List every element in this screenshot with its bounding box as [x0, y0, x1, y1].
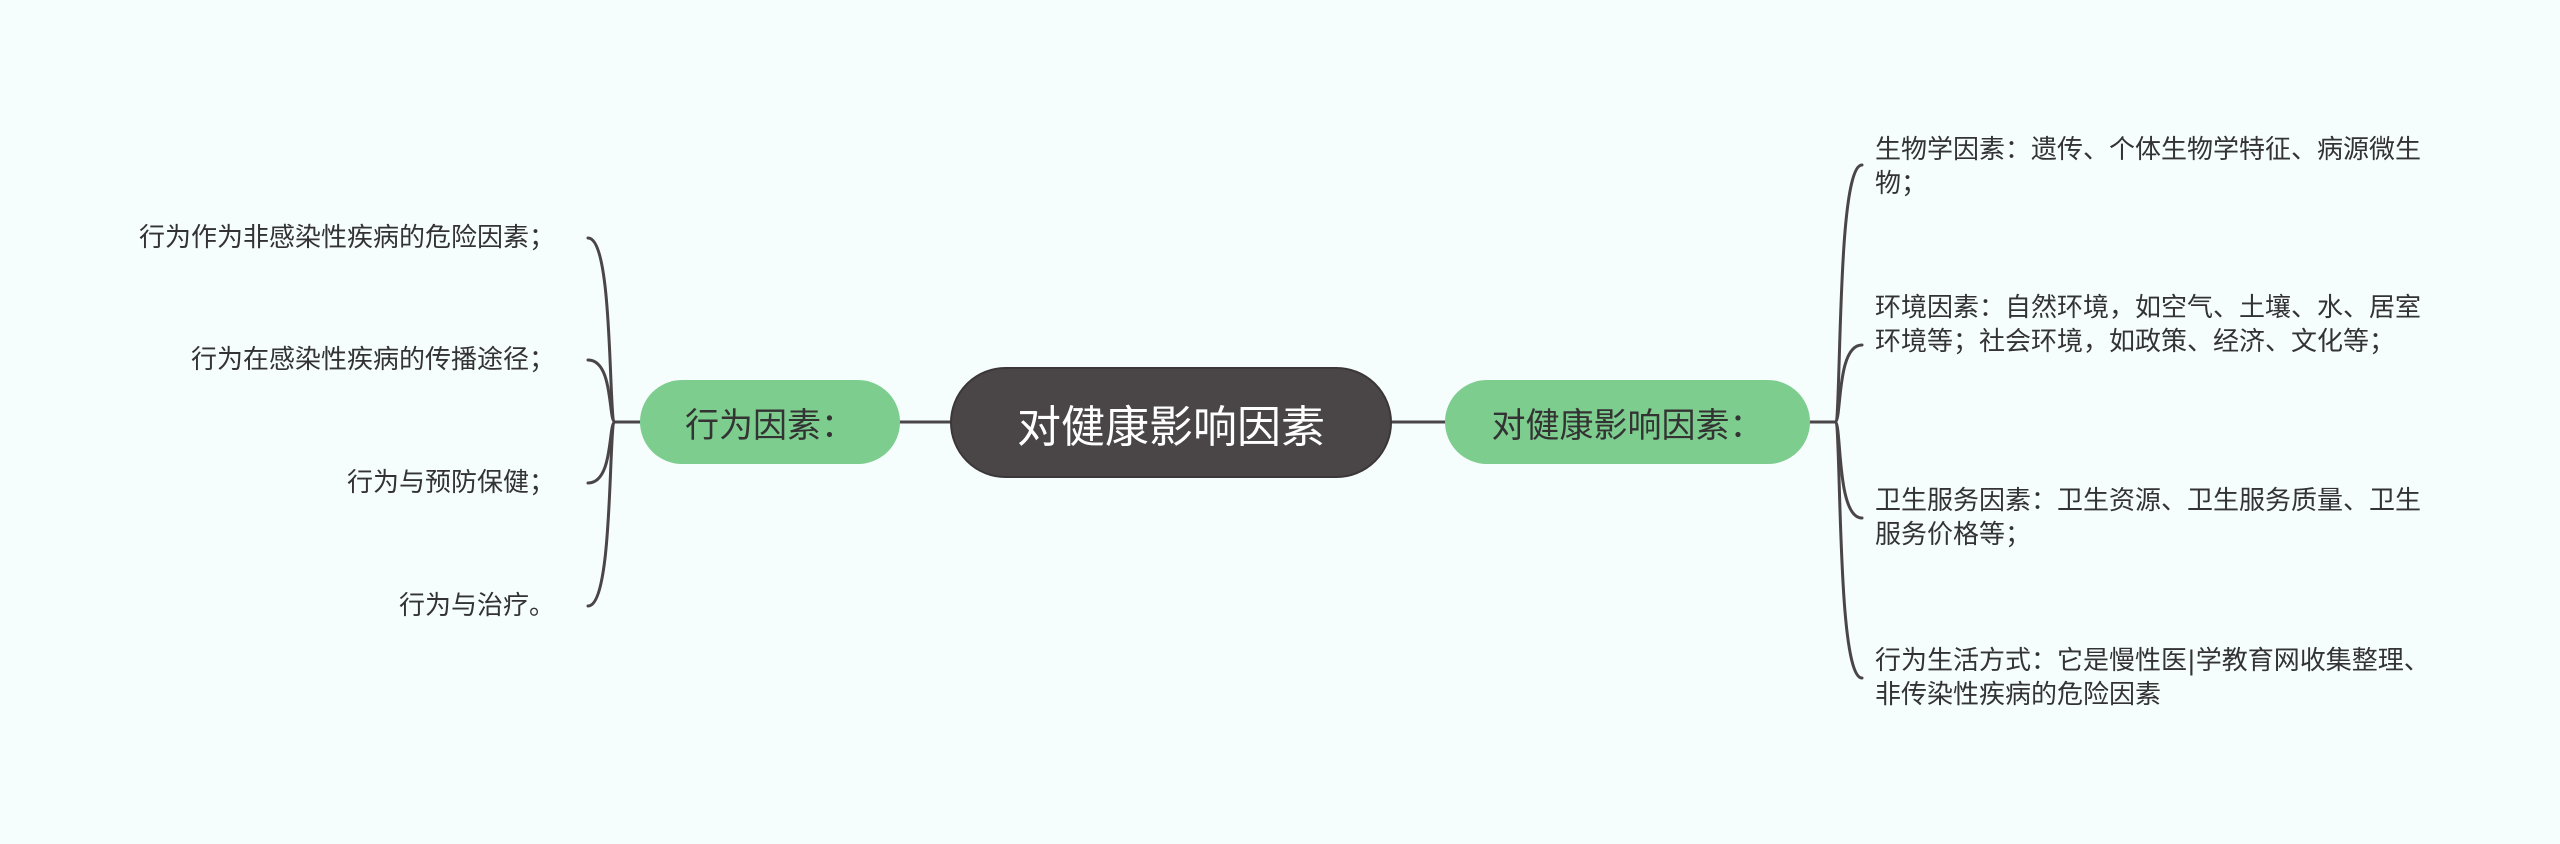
- leaf-biological-factors[interactable]: 生物学因素：遗传、个体生物学特征、病源微生物；: [1875, 135, 2422, 199]
- leaf-behavior-treatment[interactable]: 行为与治疗。: [398, 591, 555, 621]
- connector-left-leaf-0: [586, 236, 617, 424]
- leaf-behavior-prevention[interactable]: 行为与预防保健；: [346, 468, 555, 498]
- root-topic-label: 对健康影响因素: [1017, 401, 1325, 453]
- connector-left-leaf-3: [586, 420, 617, 608]
- leaf-lifestyle-factors[interactable]: 行为生活方式：它是慢性医|学教育网收集整理、非传染性疾病的危险因素: [1875, 646, 2430, 710]
- connector-left-leaf-1: [586, 358, 617, 424]
- leaf-behavior-risk[interactable]: 行为作为非感染性疾病的危险因素；: [138, 223, 555, 253]
- leaf-behavior-transmission[interactable]: 行为在感染性疾病的传播途径；: [190, 345, 555, 375]
- root-topic[interactable]: 对健康影响因素: [950, 367, 1392, 478]
- connector-right-leaf-3: [1833, 420, 1864, 680]
- leaf-environment-factors[interactable]: 环境因素：自然环境，如空气、土壤、水、居室环境等；社会环境，如政策、经济、文化等…: [1875, 293, 2422, 357]
- branch-health-factors-label: 对健康影响因素：: [1491, 405, 1764, 446]
- branch-behavior-factors-label: 行为因素：: [685, 405, 855, 446]
- connector-right-leaf-0: [1833, 163, 1864, 424]
- branch-behavior-factors[interactable]: 行为因素：: [640, 380, 900, 464]
- branch-health-factors[interactable]: 对健康影响因素：: [1445, 380, 1810, 464]
- leaf-health-service-factors[interactable]: 卫生服务因素：卫生资源、卫生服务质量、卫生服务价格等；: [1875, 486, 2422, 550]
- connector-right-leaf-1: [1833, 343, 1864, 424]
